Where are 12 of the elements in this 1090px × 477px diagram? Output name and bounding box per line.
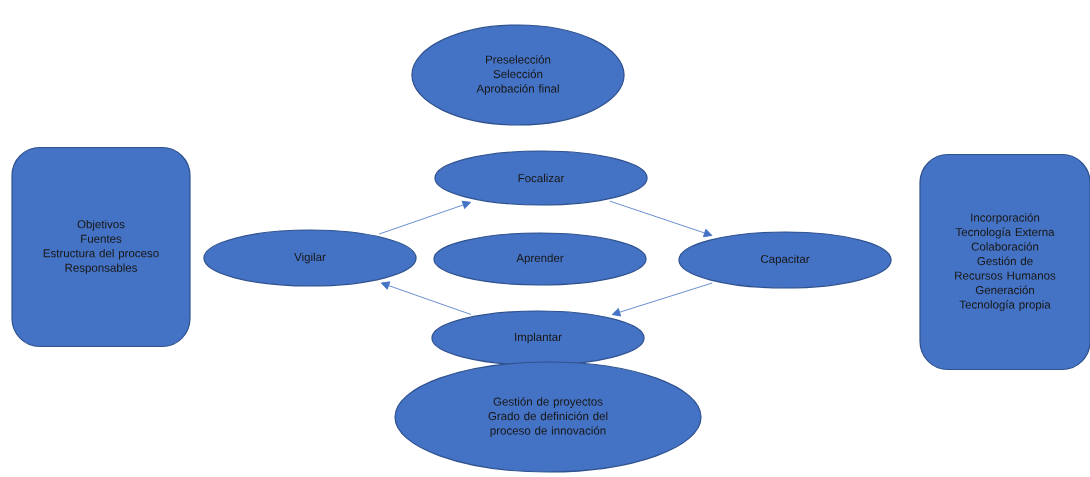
ellipse-node: Implantar	[431, 310, 645, 366]
arrow	[611, 282, 713, 317]
rounded-box: Incorporación Tecnología Externa Colaboración Gestión de Recursos Humanos Generación Tecnología propia	[919, 153, 1090, 371]
ellipse-node: Preselección Selección Aprobación final	[411, 24, 625, 126]
arrow	[378, 200, 472, 235]
arrow	[609, 200, 713, 238]
ellipse-node: Capacitar	[678, 231, 892, 289]
ellipse-node: Vigilar	[203, 229, 417, 287]
ellipse-node: Focalizar	[434, 150, 648, 206]
ellipse-node: Aprender	[433, 232, 647, 286]
arrow	[380, 281, 472, 315]
rounded-box: Objetivos Fuentes Estructura del proceso Responsables	[11, 146, 191, 348]
